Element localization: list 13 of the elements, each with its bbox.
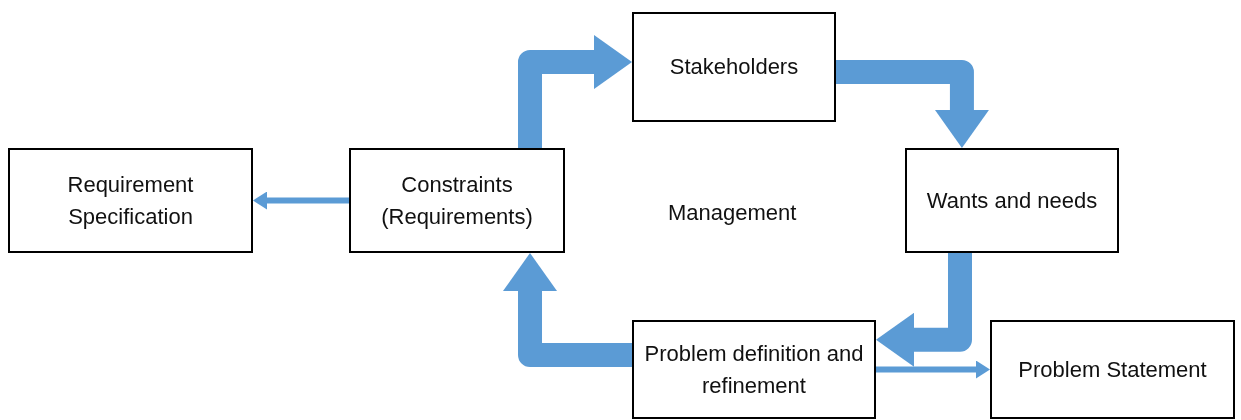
arrow: [876, 360, 990, 379]
process-box: Problem Statement: [990, 320, 1235, 419]
process-box: Problem definition and refinement: [632, 320, 876, 419]
process-box: Requirement Specification: [8, 148, 253, 253]
arrow: [836, 59, 989, 148]
arrow: [876, 253, 972, 367]
process-box: Wants and needs: [905, 148, 1119, 253]
arrow: [518, 35, 632, 148]
arrow: [253, 191, 349, 210]
process-box: Constraints (Requirements): [349, 148, 565, 253]
center-label: Management: [668, 199, 797, 227]
arrow: [503, 253, 632, 368]
process-box: Stakeholders: [632, 12, 836, 122]
